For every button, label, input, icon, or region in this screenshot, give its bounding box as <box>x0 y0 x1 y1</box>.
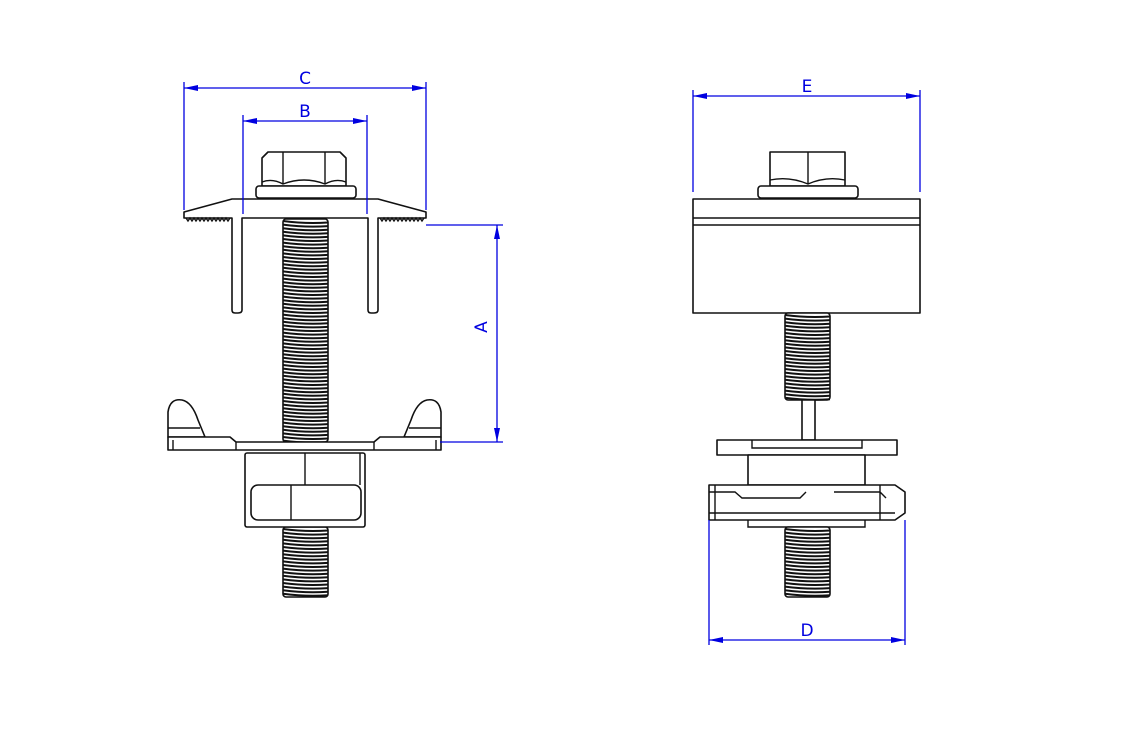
side-view-left <box>167 151 442 598</box>
top-clamp-plate <box>183 198 427 314</box>
bolt-thread-front-lower <box>784 526 831 598</box>
nut-block-front <box>747 454 866 486</box>
dimension-label-b: B <box>299 102 311 122</box>
dimension-label-e: E <box>802 77 813 97</box>
bolt-slot <box>801 399 816 441</box>
dimension-label-c: C <box>299 69 311 89</box>
clamp-block <box>692 198 921 314</box>
wing-left <box>167 398 206 438</box>
wing-right <box>403 398 442 438</box>
hex-nut-lower <box>250 484 362 521</box>
dimension-lines: C B A E D <box>183 69 921 645</box>
flange-washer <box>255 185 357 199</box>
dimension-label-d: D <box>800 621 813 641</box>
bolt-thread-upper <box>282 218 329 444</box>
channel-rail <box>708 484 906 521</box>
dimension-label-a: A <box>472 321 492 333</box>
bolt-thread-lower <box>282 526 329 598</box>
bolt-thread-front-upper <box>784 312 831 401</box>
flange-washer-front <box>757 185 859 199</box>
front-view-right <box>692 151 921 598</box>
